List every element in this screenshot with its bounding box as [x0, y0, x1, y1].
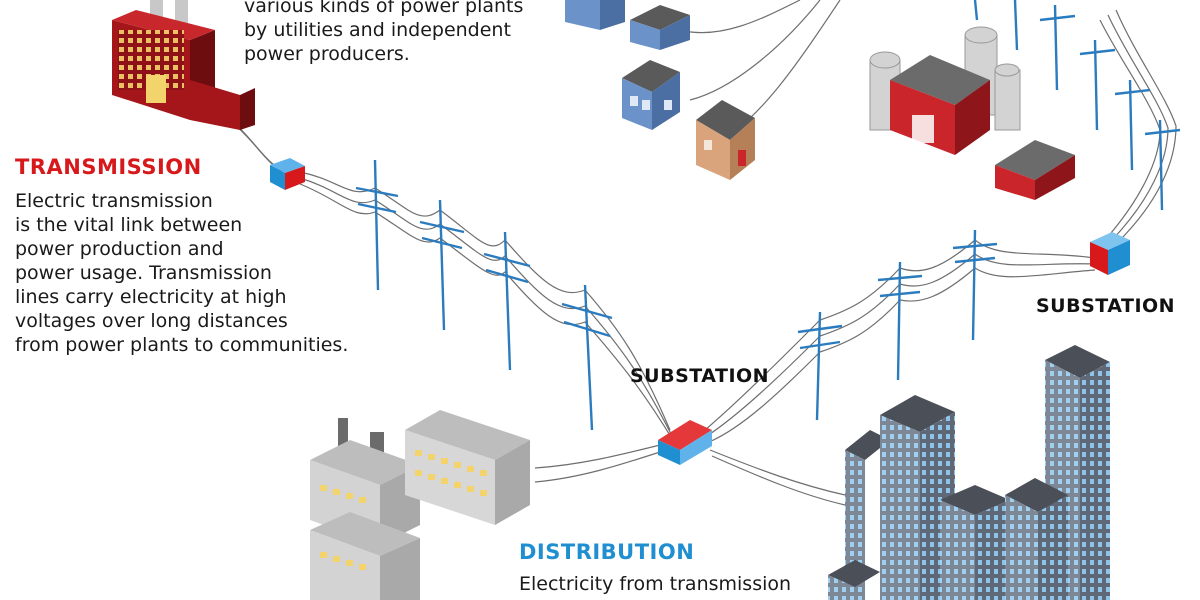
distribution-line-1: Electricity from transmission [519, 573, 792, 595]
houses-icon [565, 0, 755, 180]
factory-icon [310, 410, 530, 600]
power-plant-icon [112, 0, 255, 130]
distribution-description: Electricity from transmission [519, 572, 839, 596]
substation-right-label: SUBSTATION [1036, 295, 1176, 317]
transmission-line-5: lines carry electricity at high [15, 286, 287, 308]
city-buildings-icon [828, 345, 1110, 600]
transmission-line-7: from power plants to communities. [15, 334, 349, 356]
distribution-heading: DISTRIBUTION [519, 540, 695, 564]
generation-line-2: by utilities and independent [244, 19, 511, 41]
generation-description: various kinds of power plants by utiliti… [244, 0, 574, 66]
substation-center-icon [658, 420, 712, 465]
substation-right-icon [1090, 232, 1130, 275]
substation-small-icon [270, 158, 305, 190]
transmission-line-3: power production and [15, 238, 224, 260]
transmission-line-4: power usage. Transmission [15, 262, 272, 284]
generation-line-1: various kinds of power plants [244, 0, 524, 17]
transmission-towers [355, 0, 1181, 431]
transmission-line-1: Electric transmission [15, 190, 213, 212]
transmission-line-6: voltages over long distances [15, 310, 288, 332]
transmission-description: Electric transmission is the vital link … [15, 189, 405, 357]
farm-icon [869, 26, 1075, 200]
transmission-heading: TRANSMISSION [15, 155, 202, 179]
substation-center-label: SUBSTATION [630, 365, 770, 387]
generation-line-3: power producers. [244, 43, 410, 65]
transmission-line-2: is the vital link between [15, 214, 243, 236]
